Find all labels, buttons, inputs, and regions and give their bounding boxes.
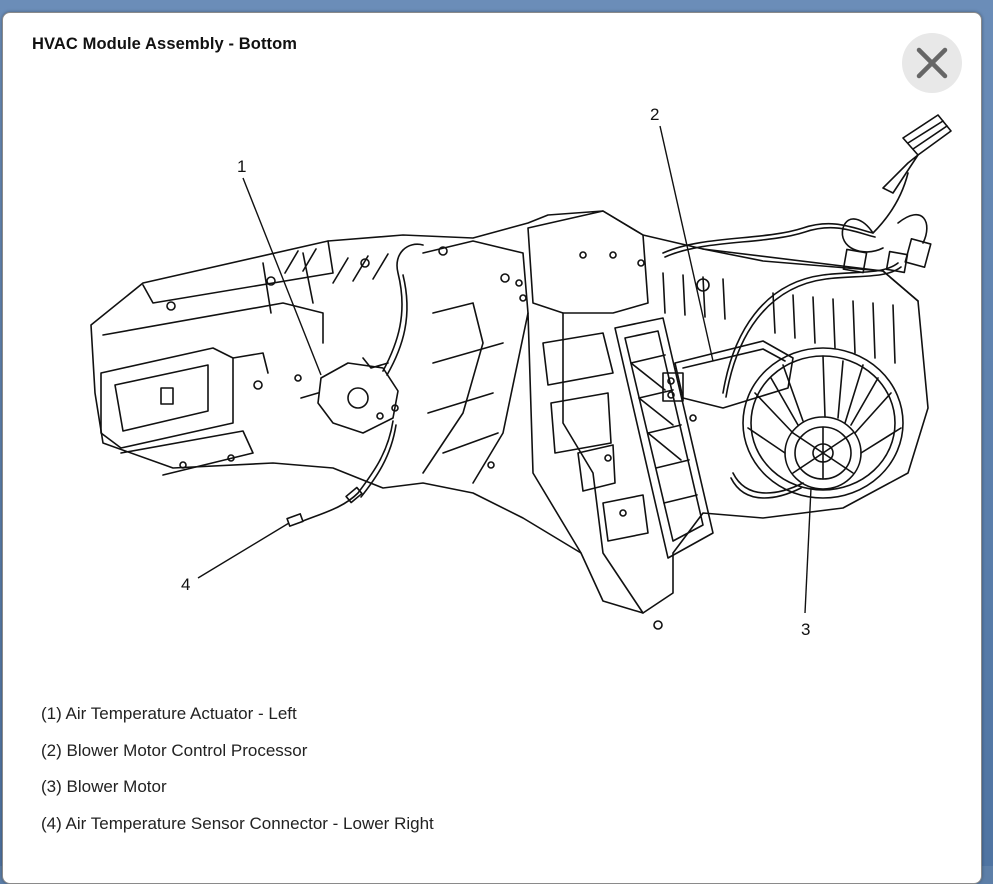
callout-4: 4	[181, 575, 190, 594]
legend-item: (4) Air Temperature Sensor Connector - L…	[41, 813, 434, 833]
callout-1: 1	[237, 157, 246, 176]
close-x-icon	[916, 47, 948, 79]
legend-item: (3) Blower Motor	[41, 777, 167, 796]
left-duct	[100, 347, 234, 449]
module-housing-outline	[90, 210, 929, 614]
figure-legend: (1) Air Temperature Actuator - Left (2) …	[41, 703, 434, 849]
close-button[interactable]	[902, 33, 962, 93]
callout-2: 2	[650, 105, 659, 124]
blower-wheel	[742, 347, 904, 499]
temperature-actuator	[317, 362, 399, 434]
legend-item: (2) Blower Motor Control Processor	[41, 740, 308, 760]
callout-3: 3	[801, 620, 810, 639]
legend-item: (1) Air Temperature Actuator - Left	[41, 704, 297, 723]
image-viewer-dialog: HVAC Module Assembly - Bottom	[2, 12, 982, 884]
wiring-harness	[662, 172, 909, 254]
hvac-module-illustration: 1 2 3 4	[90, 105, 952, 639]
air-grille	[614, 317, 714, 559]
dialog-title: HVAC Module Assembly - Bottom	[32, 35, 298, 53]
